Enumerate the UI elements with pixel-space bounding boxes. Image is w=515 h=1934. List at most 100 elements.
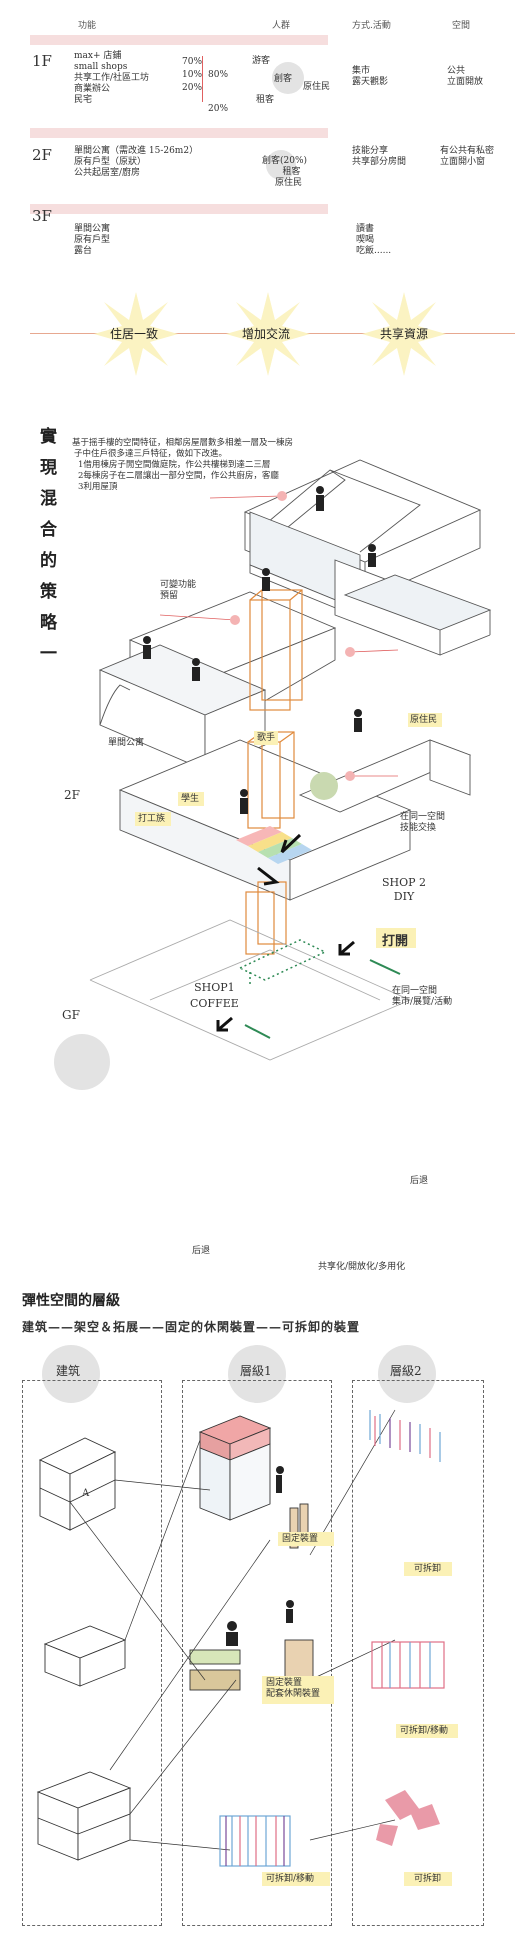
label-fixed: 固定裝置 — [282, 1534, 319, 1544]
col-circle — [228, 1345, 286, 1403]
strategy-vertical-title: 實 現 混 合 的 策 略 一 — [40, 428, 57, 664]
f1-function-list: max+ 店鋪 small shops 共享工作/社區工坊 商業辦公 民宅 — [74, 51, 149, 106]
f3-method-item: 吃飯...... — [356, 246, 392, 256]
floor-1-label: 1F — [32, 52, 52, 70]
f1-percent: 10% — [182, 70, 203, 80]
label-student: 學生 — [181, 794, 200, 804]
arrow-icon — [216, 940, 355, 1032]
label-singer: 歌手 — [257, 733, 276, 743]
strategy-note: 1借用棟房子閒空間做庭院，作公共樓梯到達二三層 — [78, 460, 271, 470]
label-resident: 原住民 — [410, 715, 438, 725]
people-figures — [143, 486, 376, 814]
label-market: 在同一空間 集市/展覽/活動 — [392, 986, 452, 1008]
green-path — [239, 939, 327, 985]
f2-function-item: 公共起居室/廚房 — [74, 168, 141, 178]
f1-space-item: 立面開放 — [447, 77, 484, 87]
label-retreat-right: 后退 — [410, 1176, 429, 1186]
label-line: 技能交換 — [400, 823, 437, 833]
levels-drawing — [36, 1409, 445, 1867]
f2-space-list: 有公共有私密 立面開小窗 — [440, 146, 494, 168]
f3-method-item: 讀書 — [356, 224, 375, 234]
title-char: 策 — [40, 582, 57, 602]
label-line: SHOP1 — [194, 981, 235, 994]
label-shop2: SHOP 2 DIY — [382, 876, 426, 904]
label-worker: 打工族 — [138, 814, 166, 824]
f1-red-divider — [202, 56, 203, 102]
color-floor-stripes — [236, 826, 312, 864]
col-box-level2 — [352, 1380, 484, 1926]
highlight — [135, 812, 171, 826]
f2-people-item: 原住民 — [275, 178, 303, 188]
f1-function-item: 共享工作/社區工坊 — [74, 73, 150, 83]
f3-function-item: 露台 — [74, 246, 93, 256]
floor-1-bar — [30, 35, 328, 45]
highlight — [262, 1676, 334, 1704]
label-line: 集市/展覽/活動 — [392, 997, 453, 1007]
f2-space-item: 有公共有私密 — [440, 146, 495, 156]
f1-space-list: 公共 立面開放 — [447, 66, 483, 88]
label-movable-2: 可拆卸/移動 — [266, 1874, 315, 1884]
header-space: 空間 — [452, 21, 471, 31]
title-char: 合 — [40, 520, 57, 540]
label-detach-1: 可拆卸 — [414, 1564, 442, 1574]
strategy-note: 子中住戶很多達三戶特征，做如下改進。 — [74, 449, 228, 459]
label-open: 打開 — [382, 934, 409, 949]
floor-2-bar — [30, 128, 328, 138]
goal-label: 住居一致 — [110, 327, 159, 341]
f3-function-item: 單間公寓 — [74, 224, 111, 234]
f1-function-item: max+ 店鋪 — [74, 51, 122, 61]
header-method: 方式.活動 — [352, 21, 391, 31]
label-share: 共享化/開放化/多用化 — [318, 1262, 406, 1272]
label-line: 在同一空間 — [400, 812, 446, 822]
title-char: 略 — [40, 613, 57, 633]
label-line: SHOP 2 — [382, 876, 427, 889]
f2-people-item: 創客(20%) — [262, 156, 308, 166]
tree-icon — [310, 772, 338, 800]
highlight — [262, 1872, 330, 1886]
floor-2-label: 2F — [32, 146, 52, 164]
levels-subtitle: 建筑——架空＆拓展——固定的休閑裝置——可拆卸的裝置 — [22, 1320, 361, 1334]
col-label-level2: 層級2 — [390, 1364, 422, 1378]
floor-3-label: 3F — [32, 207, 52, 225]
label-movable-1: 可拆卸/移動 — [400, 1726, 449, 1736]
f1-people-item: 原住民 — [303, 82, 331, 92]
f1-function-item: 商業辦公 — [74, 84, 111, 94]
highlight — [278, 1532, 334, 1546]
label-studio: 單間公寓 — [108, 738, 145, 748]
f2-people-circle — [266, 150, 296, 180]
f3-method-item: 喫喝 — [356, 235, 375, 245]
floor-3-bar — [30, 204, 328, 214]
f1-people-item: 游客 — [252, 56, 271, 66]
label-gf: GF — [62, 1008, 80, 1022]
col-circle — [42, 1345, 100, 1403]
people-figures — [226, 1466, 294, 1646]
title-char: 實 — [40, 427, 57, 447]
f1-space-item: 公共 — [447, 66, 466, 76]
movable-frames — [219, 1410, 445, 1867]
title-char: 現 — [40, 458, 57, 478]
f2-function-item: 單間公寓（需改進 15-26m2） — [74, 146, 199, 156]
box-large-building — [36, 1771, 132, 1861]
goal-label: 增加交流 — [242, 327, 291, 341]
f1-percent: 20% — [182, 83, 203, 93]
highlight — [404, 1872, 452, 1886]
f1-people-item: 創客 — [274, 74, 293, 84]
f2-people-list: 創客(20%) 租客 原住民 — [262, 156, 307, 189]
highlight — [404, 1562, 452, 1576]
highlight — [396, 1724, 458, 1738]
label-line: 在同一空間 — [392, 986, 438, 996]
f3-method-list: 讀書 喫喝 吃飯...... — [356, 224, 391, 257]
connector-lines — [69, 1409, 396, 1851]
title-char: 一 — [40, 644, 57, 664]
f1-percent-list: 70% 10% 20% — [182, 56, 202, 95]
label-shop1: SHOP1 COFFEE — [190, 980, 239, 1012]
f3-function-list: 單間公寓 原有戶型 露台 — [74, 224, 110, 257]
label-line: 可變功能 — [160, 580, 197, 590]
arrow-icon — [257, 833, 302, 886]
col-label-level1: 層級1 — [240, 1364, 272, 1378]
gf-circle — [54, 1034, 110, 1090]
label-line: DIY — [393, 890, 415, 903]
box-flat-building — [43, 1625, 127, 1687]
label-retreat-left: 后退 — [192, 1246, 211, 1256]
sunburst-icon — [94, 292, 178, 376]
